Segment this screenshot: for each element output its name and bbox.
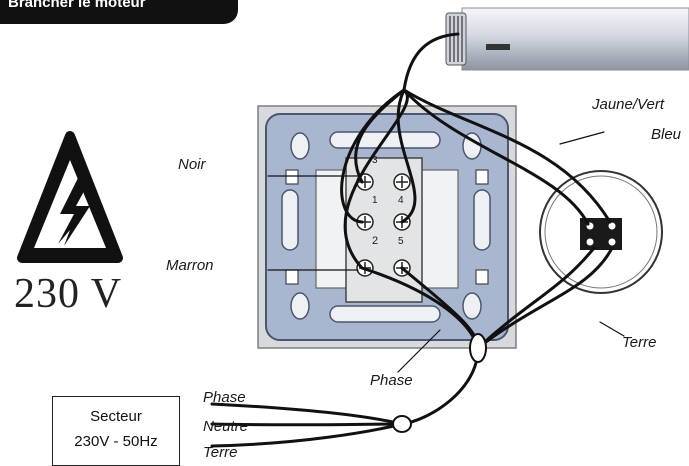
high-voltage-warning-icon [17, 131, 123, 263]
wire-label-phase-center: Phase [370, 372, 413, 389]
wire-label-jaune-vert: Jaune/Vert [592, 96, 664, 113]
wire-label-bleu: Bleu [651, 126, 682, 143]
supply-line-1: Secteur [90, 408, 142, 425]
wire-label-noir: Noir [178, 156, 206, 173]
header-banner: Brancher le moteur [0, 0, 238, 24]
terminal-label-2: 2 [372, 235, 378, 247]
terminal-label-5: 5 [398, 236, 404, 247]
wire-label-terre-right: Terre [622, 334, 657, 351]
supply-box: Secteur 230V - 50Hz [52, 396, 180, 466]
supply-label-terre: Terre [203, 444, 238, 461]
motor-tube [445, 7, 689, 71]
switch-frame [257, 105, 517, 349]
supply-line-2: 230V - 50Hz [74, 433, 158, 450]
voltage-label: 230 V [14, 271, 123, 317]
terminal-label-1: 1 [372, 195, 378, 206]
supply-label-neutre: Neutre [203, 418, 249, 435]
header-title: Brancher le moteur [8, 0, 146, 11]
supply-label-phase: Phase [203, 389, 246, 406]
wire-label-marron: Marron [166, 257, 214, 274]
terminal-label-4: 4 [398, 195, 404, 206]
terminal-label-3: 3 [372, 155, 378, 166]
